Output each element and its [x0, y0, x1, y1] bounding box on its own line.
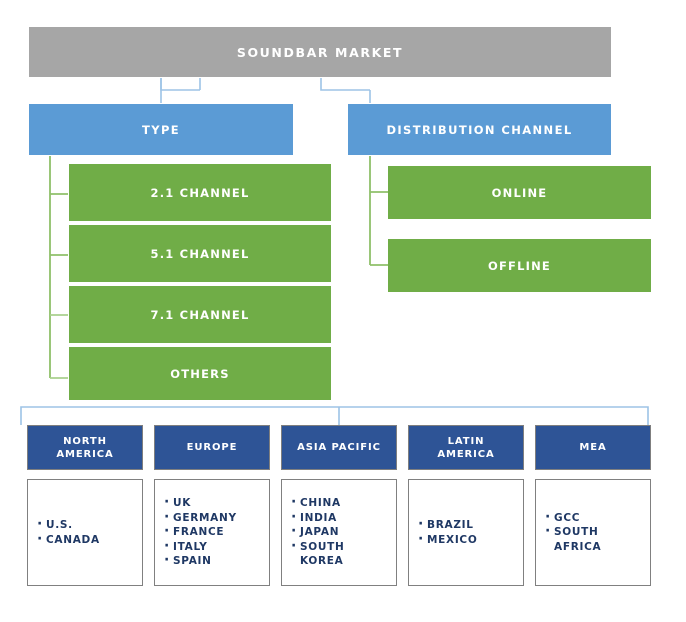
- leaf-node-label: 7.1 CHANNEL: [150, 307, 250, 322]
- country-list: U.S.CANADA: [28, 517, 100, 548]
- region-header-label: NORTH AMERICA: [56, 435, 114, 460]
- root-node-soundbar-market[interactable]: SOUNDBAR MARKET: [29, 27, 611, 77]
- region-header-label: LATIN AMERICA: [437, 435, 495, 460]
- leaf-node-label: OFFLINE: [488, 258, 551, 273]
- country-list-item: U.S.: [37, 517, 100, 533]
- leaf-node-label: 5.1 CHANNEL: [150, 246, 250, 261]
- leaf-node-others[interactable]: OTHERS: [69, 347, 331, 400]
- country-list: UKGERMANYFRANCEITALYSPAIN: [155, 495, 237, 569]
- leaf-node-7-1-channel[interactable]: 7.1 CHANNEL: [69, 286, 331, 343]
- country-list: GCCSOUTH AFRICA: [536, 510, 601, 555]
- region-header-label: MEA: [579, 442, 607, 453]
- country-list-item: FRANCE: [164, 524, 237, 540]
- leaf-node-label: 2.1 CHANNEL: [150, 185, 250, 200]
- leaf-node-online[interactable]: ONLINE: [388, 166, 651, 219]
- country-list-item: UK: [164, 495, 237, 511]
- root-node-label: SOUNDBAR MARKET: [236, 44, 404, 60]
- region-country-list-north-america: U.S.CANADA: [27, 479, 143, 586]
- category-node-label: TYPE: [141, 122, 181, 137]
- leaf-node-5-1-channel[interactable]: 5.1 CHANNEL: [69, 225, 331, 282]
- country-list-item: INDIA: [291, 510, 344, 526]
- region-header-latin-america[interactable]: LATIN AMERICA: [408, 425, 524, 470]
- country-list-item: SOUTH KOREA: [291, 539, 344, 569]
- country-list-item: BRAZIL: [418, 517, 477, 533]
- leaf-node-label: OTHERS: [170, 366, 230, 381]
- category-node-distribution-channel[interactable]: DISTRIBUTION CHANNEL: [348, 104, 611, 155]
- region-header-north-america[interactable]: NORTH AMERICA: [27, 425, 143, 470]
- country-list-item: CHINA: [291, 495, 344, 511]
- country-list-item: SOUTH AFRICA: [545, 524, 601, 554]
- region-header-mea[interactable]: MEA: [535, 425, 651, 470]
- country-list-item: GCC: [545, 510, 601, 526]
- country-list: BRAZILMEXICO: [409, 517, 477, 548]
- region-country-list-latin-america: BRAZILMEXICO: [408, 479, 524, 586]
- country-list-item: ITALY: [164, 539, 237, 555]
- region-country-list-mea: GCCSOUTH AFRICA: [535, 479, 651, 586]
- region-header-label: EUROPE: [186, 442, 238, 453]
- leaf-node-label: ONLINE: [491, 185, 548, 200]
- region-header-asia-pacific[interactable]: ASIA PACIFIC: [281, 425, 397, 470]
- region-header-label: ASIA PACIFIC: [297, 442, 381, 453]
- leaf-node-offline[interactable]: OFFLINE: [388, 239, 651, 292]
- category-node-label: DISTRIBUTION CHANNEL: [386, 122, 573, 137]
- country-list-item: CANADA: [37, 532, 100, 548]
- country-list-item: GERMANY: [164, 510, 237, 526]
- country-list: CHINAINDIAJAPANSOUTH KOREA: [282, 495, 344, 569]
- country-list-item: SPAIN: [164, 553, 237, 569]
- leaf-node-2-1-channel[interactable]: 2.1 CHANNEL: [69, 164, 331, 221]
- region-country-list-europe: UKGERMANYFRANCEITALYSPAIN: [154, 479, 270, 586]
- region-header-europe[interactable]: EUROPE: [154, 425, 270, 470]
- category-node-type[interactable]: TYPE: [29, 104, 293, 155]
- country-list-item: JAPAN: [291, 524, 344, 540]
- region-country-list-asia-pacific: CHINAINDIAJAPANSOUTH KOREA: [281, 479, 397, 586]
- country-list-item: MEXICO: [418, 532, 477, 548]
